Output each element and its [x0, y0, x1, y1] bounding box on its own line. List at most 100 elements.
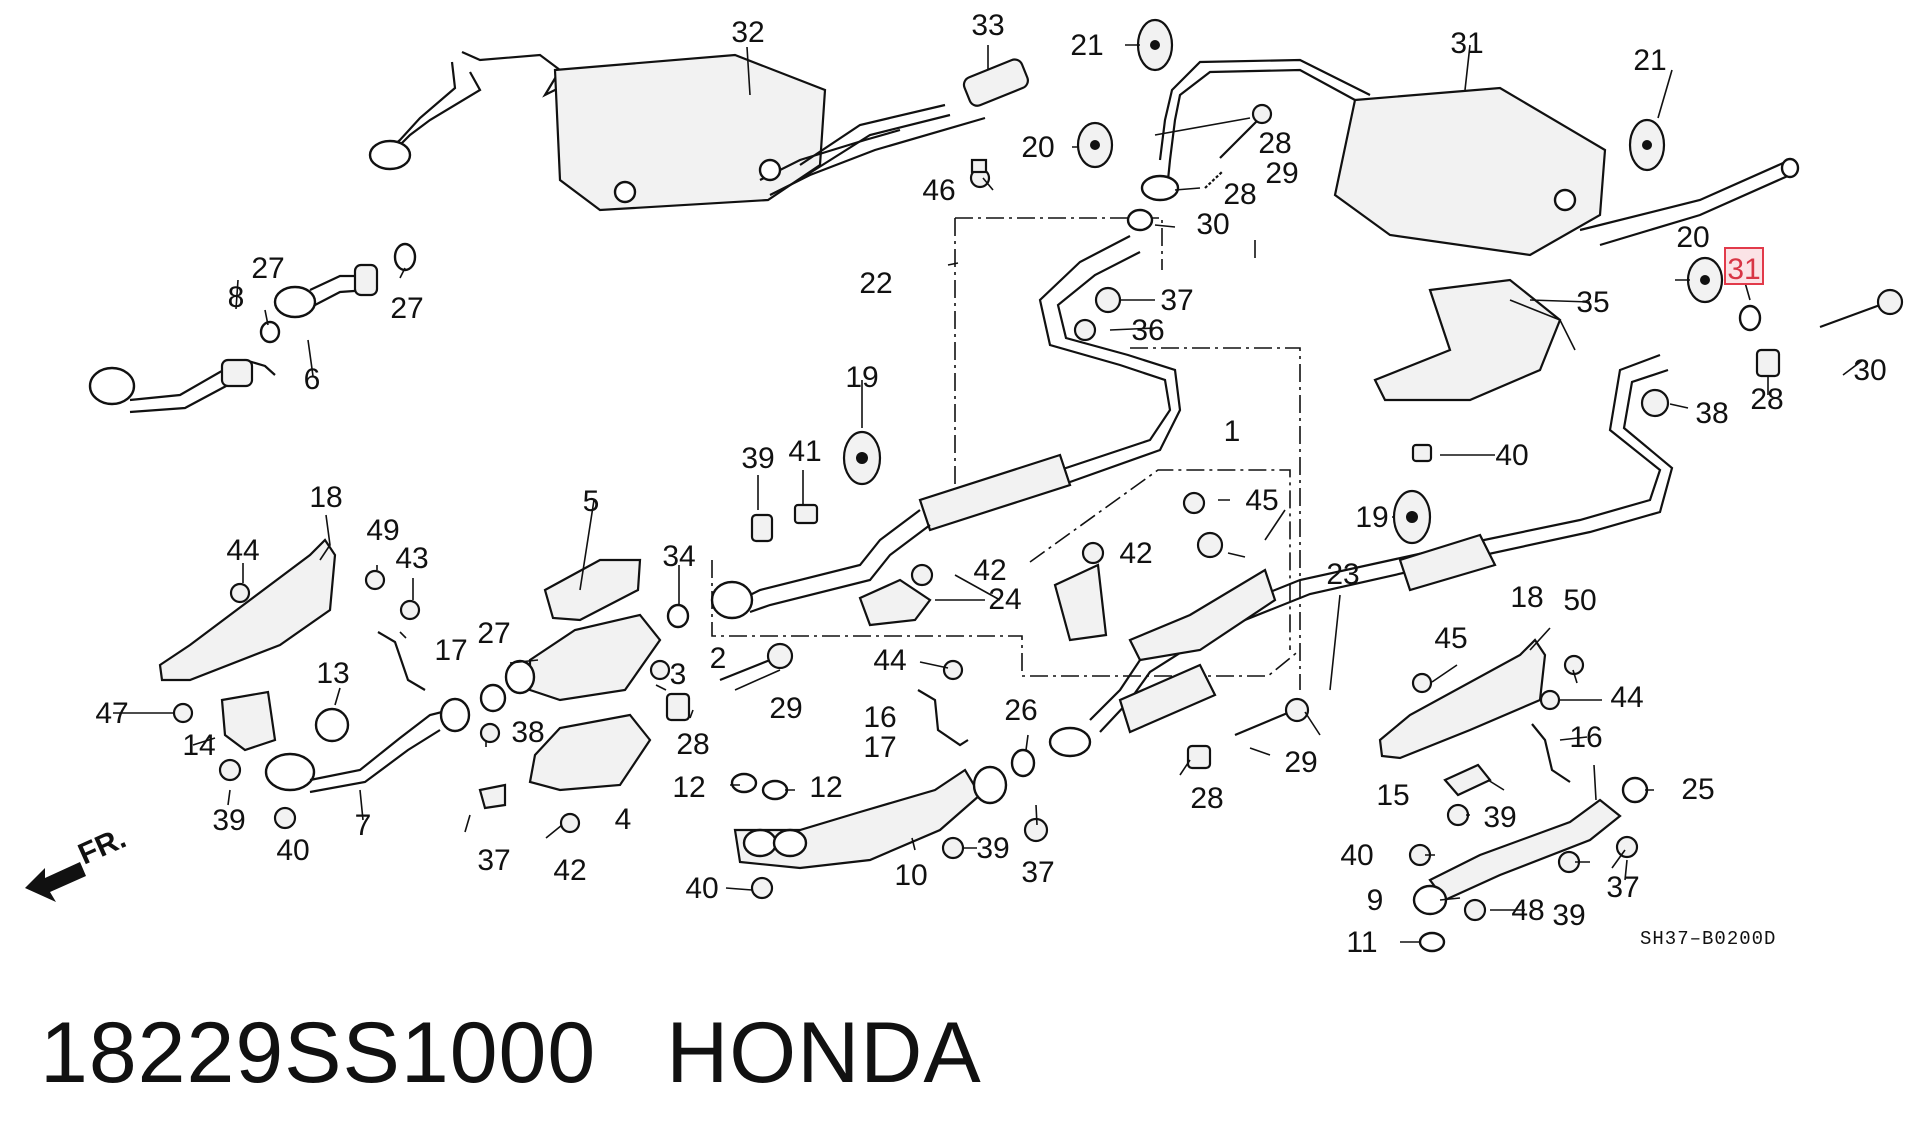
callout-7: 7	[355, 809, 372, 842]
front-direction-arrow: FR.	[25, 822, 131, 902]
muffler-33	[368, 50, 1029, 212]
callout-31-a: 30	[1196, 208, 1229, 241]
gasket-35	[666, 603, 690, 629]
highlight-box	[1724, 247, 1764, 285]
bracket-24	[858, 563, 934, 627]
callout-43: 42	[553, 854, 586, 887]
callout-18-b: 18	[1510, 581, 1543, 614]
callout-4: 4	[615, 803, 632, 836]
callout-48: 47	[95, 697, 128, 730]
pipe-23	[1048, 353, 1674, 758]
callout-44-c: 44	[1610, 681, 1643, 714]
callout-29-b: 29	[769, 692, 802, 725]
callout-30-a: 29	[1265, 157, 1298, 190]
bracket-42-right	[1053, 541, 1108, 642]
callout-27-b: 27	[390, 292, 423, 325]
callout-12-b: 12	[809, 771, 842, 804]
nut-38-right	[1640, 388, 1670, 418]
bolt-41	[1411, 443, 1433, 463]
callout-40-a: 39	[741, 442, 774, 475]
callout-18-a: 18	[309, 481, 342, 514]
callout-23: 23	[1326, 558, 1359, 591]
callout-35: 34	[662, 540, 695, 573]
stay-16-17-center	[917, 659, 969, 747]
callout-2: 2	[710, 642, 727, 675]
small-bolts-left	[172, 569, 581, 834]
stay-17-left	[377, 631, 426, 691]
stay-18-right	[1378, 638, 1547, 760]
muffler-32	[1140, 58, 1800, 257]
callout-6: 6	[304, 363, 321, 396]
callout-45-b: 45	[1434, 622, 1467, 655]
bolt-47	[969, 158, 991, 189]
callout-29-a: 28	[1258, 127, 1291, 160]
callout-39-b: 39	[212, 804, 245, 837]
callout-40-c: 40	[685, 872, 718, 905]
callout-28-b: 28	[1750, 383, 1783, 416]
callout-21-a: 21	[1070, 29, 1103, 62]
callout-40-d: 40	[1340, 839, 1373, 872]
bolt-29-30-top	[1204, 103, 1273, 189]
rubber-mount-20-right	[1686, 256, 1724, 304]
gasket-27-left	[259, 320, 281, 344]
callout-50-b: 50	[1563, 584, 1596, 617]
callout-3: 3	[670, 658, 687, 691]
callout-37-a: 36	[1131, 314, 1164, 347]
callout-39-e: 39	[1552, 899, 1585, 932]
brand-name: HONDA	[666, 1005, 982, 1101]
callout-42-a: 41	[788, 435, 821, 468]
callout-42-b: 42	[973, 554, 1006, 587]
lower-nuts	[750, 748, 1049, 900]
gaskets-12	[730, 772, 789, 801]
pipe-9	[1412, 776, 1649, 916]
leader-lines	[113, 44, 1864, 943]
callout-19-a: 19	[845, 361, 878, 394]
callout-50-a: 49	[366, 514, 399, 547]
callout-30-b: 30	[1853, 354, 1886, 387]
callout-39-c: 39	[976, 832, 1009, 865]
callout-39-a: 38	[511, 716, 544, 749]
bolt-30-right	[1819, 288, 1904, 329]
callout-15: 15	[1376, 779, 1409, 812]
bolt-29-right-pipe	[1186, 697, 1310, 770]
pipe-10	[733, 765, 1008, 870]
front-label: FR.	[73, 822, 131, 872]
callout-24: 24	[988, 583, 1021, 616]
heat-shield-36	[1373, 278, 1576, 402]
callout-20-b: 20	[1676, 221, 1709, 254]
rubber-mount-19-right	[1392, 489, 1432, 545]
callout-16-b: 16	[1569, 721, 1602, 754]
callout-19-b: 19	[1355, 501, 1388, 534]
pipe-8	[88, 358, 276, 414]
callout-20-a: 20	[1021, 131, 1054, 164]
pipe-6	[273, 263, 379, 319]
spring-28-right	[1755, 348, 1781, 378]
rubber-mount-21-right	[1628, 118, 1666, 172]
rubber-mount-21-top	[1136, 18, 1174, 72]
spring-28-mid	[665, 692, 691, 722]
callout-44-a: 43	[395, 542, 428, 575]
group-brackets	[711, 217, 1301, 690]
callout-31-highlighted: 31	[1727, 253, 1760, 286]
callout-12-a: 12	[672, 771, 705, 804]
callout-44-b: 44	[873, 644, 906, 677]
callout-29-c: 29	[1284, 746, 1317, 779]
callout-13: 13	[316, 657, 349, 690]
callout-49: 48	[1511, 894, 1544, 927]
callout-1: 1	[1224, 415, 1241, 448]
small-bolts-right	[1408, 654, 1639, 922]
callout-37-b: 37	[477, 844, 510, 877]
callout-28-a: 28	[1223, 178, 1256, 211]
callout-42-c: 42	[1119, 537, 1152, 570]
callout-17-b: 17	[863, 731, 896, 764]
callout-33: 32	[731, 16, 764, 49]
callout-9: 9	[1367, 884, 1384, 917]
callout-39-d: 39	[1483, 801, 1516, 834]
stay-16-right	[1531, 723, 1571, 783]
callout-26: 26	[1004, 694, 1037, 727]
callout-38-a: 37	[1160, 284, 1193, 317]
catalytic-converter-2	[504, 613, 671, 702]
callout-34: 33	[971, 9, 1004, 42]
callout-5: 5	[583, 485, 600, 518]
